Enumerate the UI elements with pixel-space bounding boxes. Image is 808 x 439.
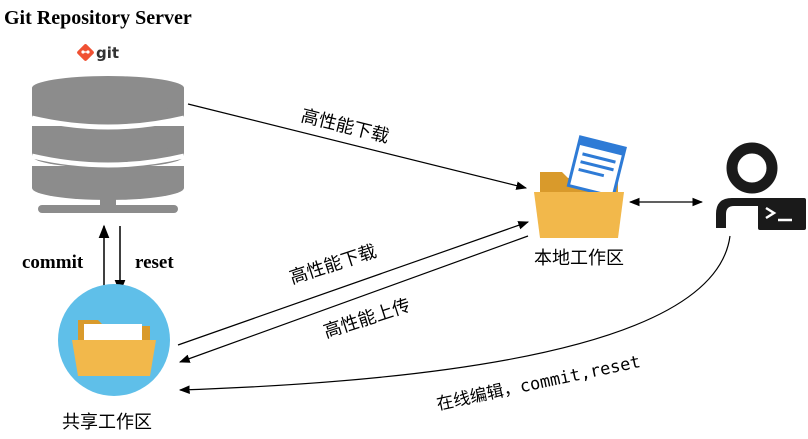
git-logo-icon: git bbox=[77, 44, 119, 62]
diagram-title: Git Repository Server bbox=[4, 7, 192, 29]
server-to-local-arrow bbox=[187, 103, 528, 190]
shared-workspace-label: 共享工作区 bbox=[62, 412, 152, 433]
local-workspace-label: 本地工作区 bbox=[534, 248, 624, 269]
download-top-label: 高性能下载 bbox=[299, 105, 391, 147]
folder-with-document-icon bbox=[534, 135, 627, 238]
database-server-icon bbox=[31, 76, 185, 213]
online-edit-label: 在线编辑，commit,reset bbox=[435, 352, 642, 415]
git-logo-text: git bbox=[96, 44, 119, 62]
local-to-shared-arrow bbox=[178, 235, 529, 363]
reset-label: reset bbox=[135, 252, 174, 273]
upload-label: 高性能上传 bbox=[321, 295, 413, 343]
shared-folder-icon bbox=[58, 284, 170, 396]
download-mid-label: 高性能下载 bbox=[287, 241, 379, 289]
shared-to-local-arrow bbox=[177, 221, 530, 346]
commit-label: commit bbox=[22, 252, 84, 273]
online-edit-arrow bbox=[178, 235, 731, 394]
developer-terminal-icon bbox=[716, 142, 806, 230]
